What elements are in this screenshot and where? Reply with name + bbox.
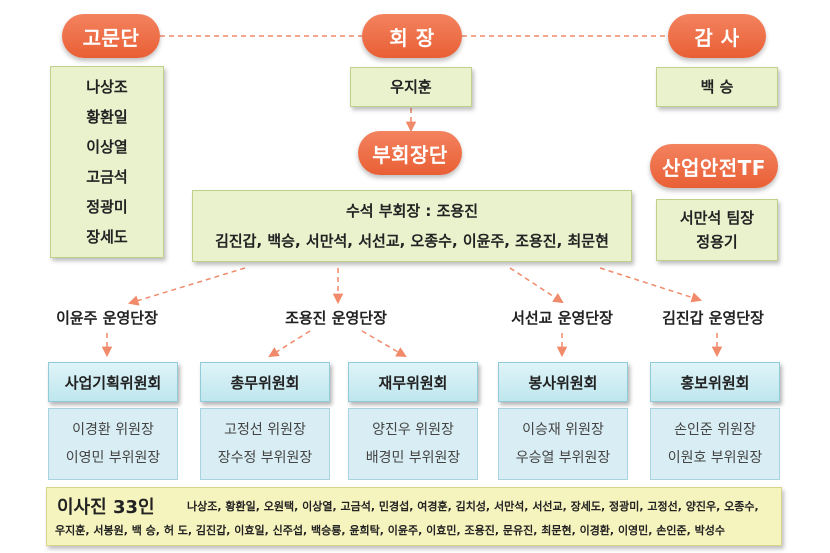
advisor-name: 고금석 bbox=[86, 168, 128, 186]
safety-tf-pill: 산업안전TF bbox=[650, 144, 778, 188]
vice-president-list: 김진갑, 백승, 서만석, 서선교, 오종수, 이윤주, 조용진, 최문현 bbox=[215, 232, 609, 250]
committee-staff-4: 이승재 위원장 우승열 부위원장 bbox=[498, 408, 628, 480]
committee-staff-5: 손인준 위원장 이원호 부위원장 bbox=[650, 408, 780, 480]
president-pill: 회 장 bbox=[362, 14, 462, 58]
vice-group-box: 수석 부회장 : 조용진 김진갑, 백승, 서만석, 서선교, 오종수, 이윤주… bbox=[192, 190, 632, 262]
committee-vice-chair: 장수정 부위원장 bbox=[217, 450, 313, 466]
safety-tf-box: 서만석 팀장 정용기 bbox=[656, 199, 778, 261]
committee-finance: 재무위원회 bbox=[348, 362, 478, 402]
committee-staff-3: 양진우 위원장 배경민 부위원장 bbox=[348, 408, 478, 480]
committee-vice-chair: 이영민 부위원장 bbox=[65, 450, 161, 466]
committee-chair: 고정선 위원장 bbox=[224, 422, 306, 438]
president-name: 우지훈 bbox=[390, 78, 432, 96]
auditor-name: 백 승 bbox=[700, 78, 734, 96]
vice-group-pill: 부회장단 bbox=[358, 131, 462, 175]
advisor-name: 정광미 bbox=[86, 198, 128, 216]
connector-vice-lead-4 bbox=[599, 267, 703, 303]
committee-vice-chair: 이원호 부위원장 bbox=[667, 450, 763, 466]
connector-vice-lead-1 bbox=[127, 267, 246, 306]
committee-staff-1: 이경환 위원장 이영민 부위원장 bbox=[48, 408, 178, 480]
committee-chair: 양진우 위원장 bbox=[372, 422, 454, 438]
operation-lead-1: 이윤주 운영단장 bbox=[56, 309, 158, 327]
committee-volunteer: 봉사위원회 bbox=[498, 362, 628, 402]
advisors-pill: 고문단 bbox=[62, 14, 160, 58]
committee-publicity: 홍보위원회 bbox=[650, 362, 780, 402]
board-members-line-1: 나상조, 황환일, 오원택, 이상열, 고금석, 민경섭, 여경훈, 김치성, … bbox=[187, 500, 759, 513]
auditor-box: 백 승 bbox=[656, 67, 778, 107]
connector-lead2-committee-a bbox=[268, 330, 311, 358]
committee-chair: 손인준 위원장 bbox=[674, 422, 756, 438]
safety-tf-member: 정용기 bbox=[696, 233, 738, 251]
advisor-name: 이상열 bbox=[86, 138, 128, 156]
committee-vice-chair: 배경민 부위원장 bbox=[365, 450, 461, 466]
committee-chair: 이승재 위원장 bbox=[522, 422, 604, 438]
board-members-line-2: 우지훈, 서봉원, 백 승, 허 도, 김진갑, 이효일, 신주섭, 백승룡, … bbox=[55, 524, 726, 537]
operation-lead-2: 조용진 운영단장 bbox=[285, 309, 387, 327]
committee-vice-chair: 우승열 부위원장 bbox=[515, 450, 611, 466]
committee-general-affairs: 총무위원회 bbox=[200, 362, 330, 402]
operation-lead-4: 김진갑 운영단장 bbox=[662, 309, 764, 327]
board-title: 이사진 33인 bbox=[57, 497, 155, 518]
advisor-name: 나상조 bbox=[86, 78, 128, 96]
auditor-pill: 감 사 bbox=[668, 14, 766, 58]
board-of-directors-box: 이사진 33인 나상조, 황환일, 오원택, 이상열, 고금석, 민경섭, 여경… bbox=[46, 487, 782, 546]
committee-business-planning: 사업기획위원회 bbox=[48, 362, 178, 402]
committee-chair: 이경환 위원장 bbox=[72, 422, 154, 438]
operation-lead-3: 서선교 운영단장 bbox=[511, 309, 613, 327]
advisors-box: 나상조 황환일 이상열 고금석 정광미 장세도 bbox=[50, 66, 164, 258]
connector-vice-lead-3 bbox=[509, 267, 564, 304]
connector-lead2-committee-b bbox=[361, 330, 407, 358]
president-box: 우지훈 bbox=[350, 67, 472, 107]
committee-staff-2: 고정선 위원장 장수정 부위원장 bbox=[200, 408, 330, 480]
safety-tf-lead: 서만석 팀장 bbox=[679, 209, 755, 227]
advisor-name: 장세도 bbox=[86, 228, 128, 246]
advisor-name: 황환일 bbox=[86, 108, 128, 126]
senior-vice-president: 수석 부회장 : 조용진 bbox=[345, 202, 479, 220]
